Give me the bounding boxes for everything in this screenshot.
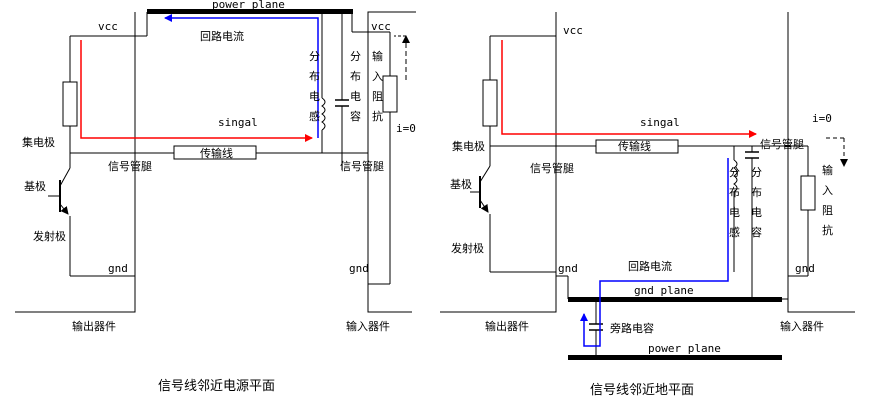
svg-text:布: 布	[751, 186, 762, 199]
svg-text:容: 容	[350, 109, 361, 123]
svg-text:布: 布	[729, 186, 740, 199]
left-signal-label: singal	[218, 116, 258, 129]
svg-text:容: 容	[751, 225, 762, 239]
left-line-label: 传输线	[200, 146, 233, 160]
right-return-path	[580, 158, 729, 347]
svg-text:抗: 抗	[372, 109, 383, 123]
right-vcc-label: vcc	[563, 24, 583, 37]
svg-text:电: 电	[309, 90, 320, 103]
svg-text:感: 感	[309, 110, 320, 123]
right-power-plane-label: power plane	[648, 342, 721, 355]
right-capacitor-label: 分 布 电 容	[751, 166, 762, 239]
svg-text:电: 电	[350, 90, 361, 103]
right-gnd-label: gnd	[558, 262, 578, 275]
left-capacitor-label: 分 布 电 容	[350, 50, 361, 123]
svg-text:分: 分	[309, 50, 320, 63]
right-power-plane	[568, 355, 782, 360]
right-collector-label: 集电极	[452, 139, 485, 153]
svg-text:电: 电	[751, 206, 762, 219]
left-base-label: 基极	[24, 179, 46, 193]
right-base-label: 基极	[450, 177, 472, 191]
left-pin-in-label: 信号管腿	[340, 159, 384, 173]
svg-text:阻: 阻	[372, 90, 383, 103]
right-inductor-label: 分 布 电 感	[729, 166, 740, 239]
right-line-label: 传输线	[618, 139, 651, 153]
right-gnd-plane-label: gnd plane	[634, 284, 694, 297]
left-return-current-label: 回路电流	[200, 29, 244, 43]
svg-text:分: 分	[350, 50, 361, 63]
svg-text:抗: 抗	[822, 223, 833, 237]
svg-text:布: 布	[350, 70, 361, 83]
left-collector-resistor	[62, 81, 78, 127]
right-pin-in-label: 信号管腿	[760, 137, 804, 151]
left-caption: 信号线邻近电源平面	[158, 379, 275, 394]
svg-text:分: 分	[751, 166, 762, 179]
right-current-zero-label: i=0	[812, 112, 832, 125]
left-current-zero-label: i=0	[396, 122, 416, 135]
svg-text:输: 输	[822, 163, 833, 177]
right-return-current-label: 回路电流	[628, 259, 672, 273]
right-input-device-outline	[787, 12, 855, 313]
left-in-device-label: 输入器件	[346, 319, 390, 333]
right-in-device-label: 输入器件	[780, 319, 824, 333]
left-collector-label: 集电极	[22, 135, 55, 149]
left-emitter-label: 发射极	[33, 229, 66, 243]
right-signal-label: singal	[640, 116, 680, 129]
left-vcc-right-label: vcc	[371, 20, 391, 33]
left-gnd-label: gnd	[108, 262, 128, 275]
left-diagram: power plane 回路电流 vcc vcc 集电极 基极 发射极 gnd …	[15, 0, 416, 394]
svg-text:阻: 阻	[822, 204, 833, 217]
svg-text:分: 分	[729, 166, 740, 179]
right-inductor-coil	[733, 159, 738, 193]
svg-text:电: 电	[729, 206, 740, 219]
right-signal-path	[501, 40, 757, 138]
left-inductor-coil	[321, 97, 326, 131]
right-gnd-plane	[568, 297, 782, 302]
left-power-plane	[147, 9, 353, 14]
right-emitter-label: 发射极	[451, 241, 484, 255]
right-bypass-cap-label: 旁路电容	[610, 321, 654, 335]
left-signal-path	[80, 40, 313, 142]
left-out-device-label: 输出器件	[72, 319, 116, 333]
left-input-device-outline	[367, 11, 416, 313]
right-output-device-outline	[440, 12, 557, 313]
right-input-impedance-label: 输 入 阻 抗	[822, 163, 833, 237]
right-gnd-right-label: gnd	[795, 262, 815, 275]
left-output-device-outline	[15, 12, 136, 313]
right-input-impedance	[800, 175, 816, 211]
left-inductor-label: 分 布 电 感	[309, 50, 320, 123]
right-pin-out-label: 信号管腿	[530, 161, 574, 175]
svg-text:输: 输	[372, 49, 383, 63]
left-vcc-label: vcc	[98, 20, 118, 33]
left-power-plane-label: power plane	[212, 0, 285, 11]
left-gnd-right-label: gnd	[349, 262, 369, 275]
right-diagram: vcc 集电极 基极 发射极 singal 信号管腿 传输线 信号管腿 i=0 …	[440, 12, 855, 398]
svg-text:入: 入	[822, 184, 833, 197]
svg-text:入: 入	[372, 70, 383, 83]
svg-text:感: 感	[729, 226, 740, 239]
right-caption: 信号线邻近地平面	[590, 383, 694, 398]
left-input-impedance-label: 输 入 阻 抗	[372, 49, 383, 123]
left-pin-out-label: 信号管腿	[108, 159, 152, 173]
svg-text:布: 布	[309, 70, 320, 83]
left-input-impedance	[382, 75, 398, 113]
right-out-device-label: 输出器件	[485, 319, 529, 333]
right-collector-resistor	[482, 79, 498, 127]
left-return-path	[164, 14, 319, 138]
